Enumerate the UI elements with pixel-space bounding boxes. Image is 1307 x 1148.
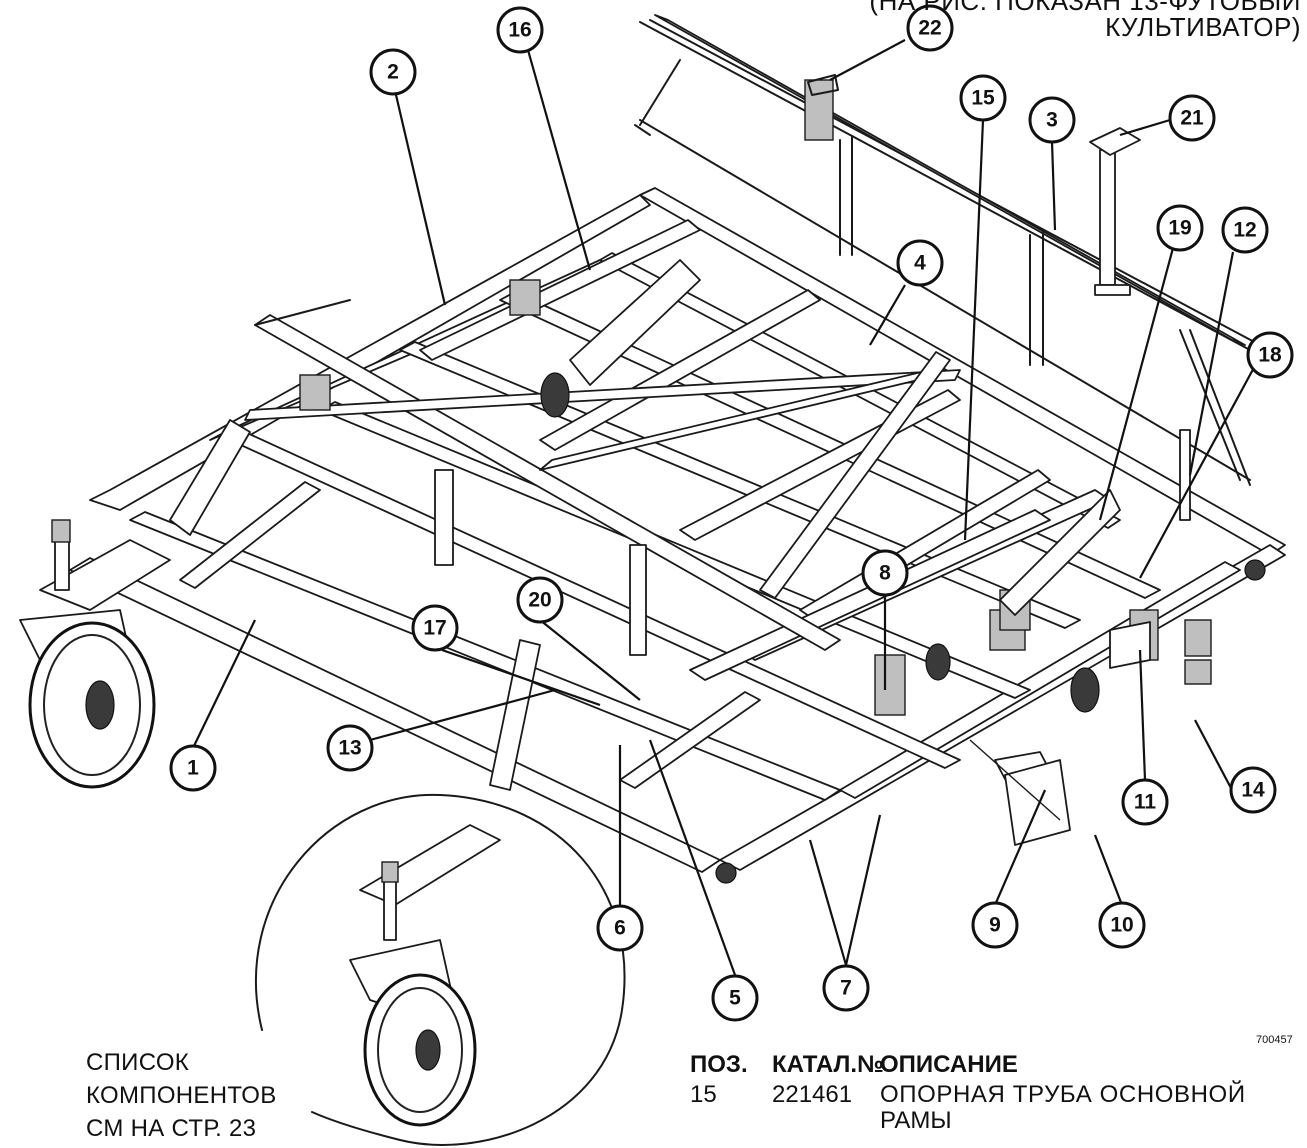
- svg-text:7: 7: [840, 977, 852, 1000]
- svg-text:14: 14: [1241, 779, 1265, 802]
- callout-1: 1: [169, 744, 217, 792]
- svg-text:4: 4: [914, 252, 926, 275]
- svg-text:9: 9: [989, 914, 1001, 937]
- svg-text:17: 17: [423, 617, 446, 640]
- callout-11: 11: [1121, 778, 1169, 826]
- harrow-rack: [244, 14, 1261, 651]
- svg-text:10: 10: [1110, 914, 1133, 937]
- header-description: ОПИСАНИЕ: [880, 1051, 1018, 1078]
- svg-text:6: 6: [614, 917, 626, 940]
- figure-note-line1: (НА РИС. ПОКАЗАН 13-ФУТОВЫЙ: [869, 0, 1301, 16]
- callout-19: 19: [1156, 204, 1204, 252]
- components-note: СПИСОК КОМПОНЕНТОВ СМ НА СТР. 23: [86, 1046, 277, 1145]
- row-description-continued: РАМЫ: [880, 1107, 952, 1134]
- shank-tube: [969, 739, 1071, 846]
- callout-17: 17: [411, 604, 459, 652]
- parts-table: ПОЗ. КАТАЛ.№ОПИСАНИЕ 15 221461 ОПОРНАЯ ТРУБ…: [690, 1050, 1246, 1136]
- callout-16: 16: [496, 6, 544, 54]
- figure-note-line2: КУЛЬТИВАТОР): [1105, 12, 1301, 42]
- svg-text:13: 13: [338, 737, 361, 760]
- components-note-line1: СПИСОК: [86, 1049, 190, 1076]
- callout-7: 7: [822, 964, 870, 1012]
- svg-text:5: 5: [729, 987, 741, 1010]
- stand: [1089, 127, 1141, 296]
- lift-arms: [169, 259, 1121, 791]
- callout-18: 18: [1246, 331, 1294, 379]
- callout-21: 21: [1168, 94, 1216, 142]
- svg-text:20: 20: [528, 589, 551, 612]
- callout-5: 5: [711, 974, 759, 1022]
- svg-text:21: 21: [1180, 107, 1204, 130]
- row-position: 15: [690, 1081, 717, 1108]
- inset-detail: [255, 793, 626, 1146]
- callout-15: 15: [959, 74, 1007, 122]
- row-description: ОПОРНАЯ ТРУБА ОСНОВНОЙ: [880, 1081, 1246, 1108]
- callout-4: 4: [896, 239, 944, 287]
- svg-text:8: 8: [879, 562, 891, 585]
- svg-text:12: 12: [1233, 219, 1256, 242]
- callout-8: 8: [861, 549, 909, 597]
- callouts: 1 2 3 4 5 6 7 8 9 10 11 12 13 14 15 16 1…: [169, 4, 1294, 1022]
- left-wheel: [19, 519, 171, 789]
- svg-text:22: 22: [918, 17, 941, 40]
- svg-text:2: 2: [387, 61, 399, 84]
- svg-text:16: 16: [508, 19, 531, 42]
- components-note-line3: СМ НА СТР. 23: [86, 1115, 257, 1142]
- row-catalog-number: 221461: [772, 1081, 853, 1108]
- callout-14: 14: [1229, 766, 1277, 814]
- callout-2: 2: [369, 48, 417, 96]
- svg-text:15: 15: [971, 87, 995, 110]
- callout-9: 9: [971, 901, 1019, 949]
- callout-3: 3: [1028, 96, 1076, 144]
- callout-10: 10: [1098, 901, 1146, 949]
- callout-20: 20: [516, 576, 564, 624]
- table-row: 15 221461 ОПОРНАЯ ТРУБА ОСНОВНОЙ: [690, 1080, 1246, 1110]
- svg-text:18: 18: [1258, 344, 1282, 367]
- header-position: ПОЗ.: [690, 1051, 748, 1078]
- callout-13: 13: [326, 724, 374, 772]
- callout-6: 6: [596, 904, 644, 952]
- svg-text:11: 11: [1134, 791, 1157, 814]
- svg-text:3: 3: [1046, 109, 1058, 132]
- drawing-number: 700457: [1256, 1034, 1293, 1046]
- header-catalog-number: КАТАЛ.№: [772, 1051, 884, 1078]
- leader-lines: [192, 39, 1258, 976]
- callout-12: 12: [1221, 206, 1269, 254]
- components-note-line2: КОМПОНЕНТОВ: [86, 1082, 277, 1109]
- figure-note: (НА РИС. ПОКАЗАН 13-ФУТОВЫЙ КУЛЬТИВАТОР): [869, 0, 1301, 40]
- parts-table-header: ПОЗ. КАТАЛ.№ОПИСАНИЕ: [690, 1050, 1246, 1080]
- svg-text:1: 1: [187, 757, 199, 780]
- callout-22: 22: [906, 4, 954, 52]
- svg-text:19: 19: [1168, 217, 1191, 240]
